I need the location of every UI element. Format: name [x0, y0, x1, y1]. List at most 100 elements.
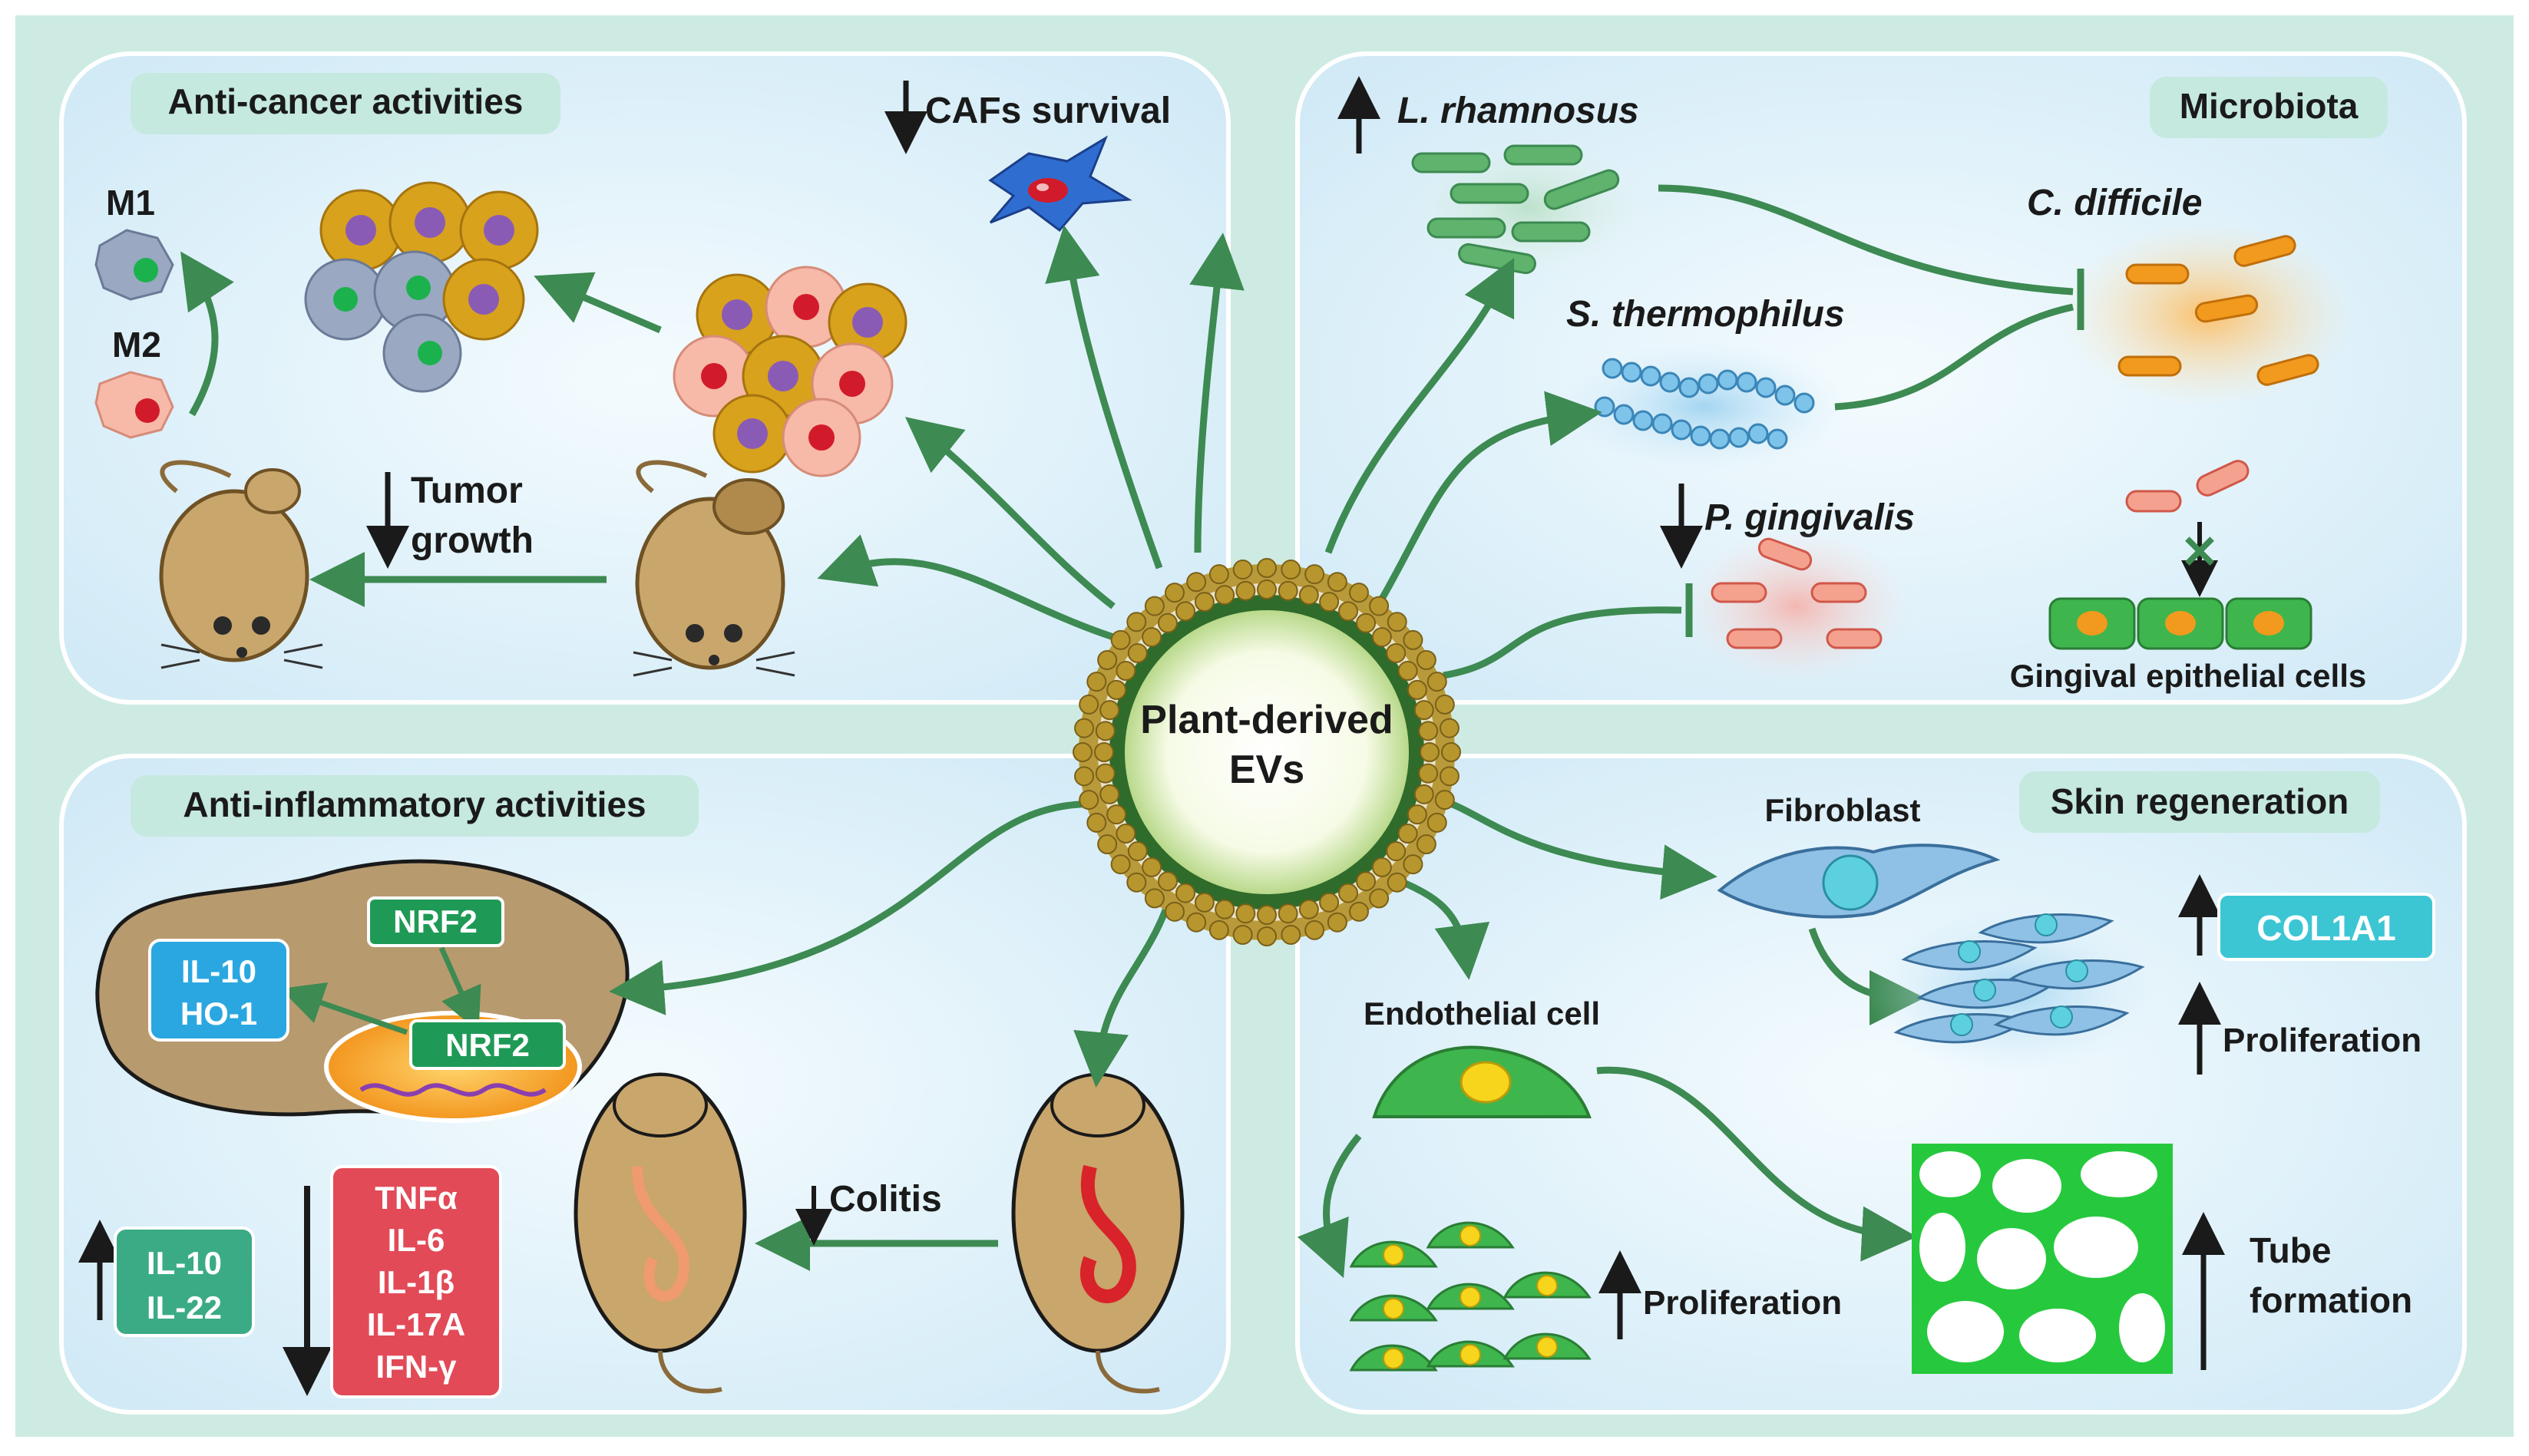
membrane-bead: [1097, 834, 1118, 854]
endothelial-proliferation-arrow: [1297, 1134, 1362, 1279]
membrane-bead: [1281, 924, 1301, 945]
membrane-bead: [1298, 585, 1319, 606]
nrf2-to-genes-arrow: [280, 982, 408, 1035]
membrane-bead: [1327, 912, 1347, 933]
svg-text:HO-1: HO-1: [180, 995, 257, 1032]
membrane-bead: [1235, 903, 1256, 924]
membrane-bead: [1144, 888, 1165, 909]
membrane-bead: [1338, 601, 1358, 622]
endothelial-proliferation-label: Proliferation: [1643, 1284, 1842, 1322]
p-gingivalis-bacteria-icon: [1681, 530, 1912, 683]
membrane-bead: [1186, 912, 1207, 933]
col1a1-box: COL1A1: [2217, 893, 2435, 961]
membrane-bead: [1257, 558, 1277, 578]
svg-text:IL-10: IL-10: [147, 1245, 222, 1281]
colitis-label: Colitis: [829, 1179, 942, 1220]
nrf2-translocation-arrow: [438, 946, 481, 1032]
svg-text:NRF2: NRF2: [445, 1027, 530, 1063]
mouse-icon: [159, 460, 323, 669]
membrane-bead: [1099, 784, 1120, 804]
membrane-bead: [1175, 601, 1195, 622]
fibroblast-cluster-icon: [1866, 906, 2157, 1075]
membrane-bead: [1257, 905, 1277, 925]
c-difficile-bacteria-icon: [2061, 223, 2353, 407]
down-cytokines-box: TNFα IL-6 IL-1β IL-17A IFN-γ: [330, 1165, 502, 1398]
skin-title: Skin regeneration: [2019, 771, 2380, 833]
membrane-bead: [1327, 572, 1347, 593]
membrane-bead: [1157, 612, 1178, 633]
membrane-bead: [1142, 627, 1162, 648]
membrane-bead: [1106, 804, 1127, 825]
membrane-bead: [1165, 583, 1185, 603]
c-difficile-label: C. difficile: [2027, 183, 2203, 223]
membrane-bead: [1073, 742, 1093, 762]
membrane-bead: [1257, 926, 1277, 946]
membrane-bead: [1094, 742, 1114, 762]
s-thermophilus-inhibit-line: [1834, 303, 2074, 411]
nrf2-cytoplasm-box: NRF2: [367, 896, 504, 947]
ev-vesicle-icon: [1073, 558, 1461, 946]
svg-text:IL-1β: IL-1β: [378, 1264, 455, 1300]
svg-text:TNFα: TNFα: [375, 1180, 458, 1216]
membrane-bead: [1257, 579, 1277, 599]
center-arrows: [609, 225, 1717, 1088]
membrane-bead: [1416, 650, 1436, 670]
membrane-bead: [1407, 679, 1427, 700]
svg-text:Microbiota: Microbiota: [2180, 86, 2359, 126]
svg-text:IFN-γ: IFN-γ: [376, 1349, 458, 1385]
up-cytokines-box: IL-10 IL-22: [114, 1227, 255, 1337]
membrane-bead: [1186, 572, 1207, 593]
membrane-bead: [1420, 742, 1440, 762]
membrane-bead: [1369, 596, 1390, 616]
membrane-bead: [1235, 580, 1256, 601]
membrane-bead: [1142, 857, 1162, 877]
membrane-bead: [1116, 824, 1136, 844]
membrane-bead: [1126, 872, 1147, 893]
mouse-tumor-icon: [633, 460, 795, 677]
microbiota-title: Microbiota: [2150, 77, 2388, 138]
svg-text:IL-10: IL-10: [181, 953, 256, 989]
membrane-bead: [1356, 871, 1377, 892]
s-thermophilus-label: S. thermophilus: [1566, 294, 1845, 335]
svg-text:IL-6: IL-6: [388, 1222, 445, 1258]
center-label-line1: Plant-derived: [1140, 698, 1393, 742]
membrane-bead: [1319, 592, 1340, 612]
tumor-to-treated-arrow: [534, 272, 662, 334]
membrane-bead: [1278, 580, 1298, 601]
tube-formation-arrow: [1596, 1066, 1917, 1262]
svg-text:IL-17A: IL-17A: [367, 1306, 465, 1342]
membrane-bead: [1397, 824, 1418, 844]
membrane-bead: [1097, 650, 1118, 670]
m1-label: M1: [106, 183, 155, 223]
mouse-healthy-icon: [574, 1072, 747, 1394]
membrane-bead: [1434, 694, 1455, 715]
membrane-bead: [1232, 924, 1253, 945]
gingival-label: Gingival epithelial cells: [2010, 658, 2367, 694]
gingival-bacteria-icon: [2125, 460, 2250, 513]
membrane-bead: [1434, 790, 1455, 811]
antiinflammatory-title: Anti-inflammatory activities: [131, 775, 699, 837]
membrane-bead: [1304, 919, 1325, 940]
membrane-bead: [1416, 834, 1436, 854]
membrane-bead: [1126, 612, 1147, 632]
gingival-epithelial-cells-icon: [2048, 597, 2312, 650]
membrane-bead: [1298, 899, 1319, 919]
fibroblast-label: Fibroblast: [1764, 792, 1920, 828]
membrane-bead: [1095, 763, 1116, 784]
m2-label: M2: [112, 325, 161, 365]
membrane-bead: [1086, 812, 1107, 833]
il10-ho1-box: IL-10 HO-1: [148, 939, 289, 1042]
membrane-bead: [1079, 694, 1099, 715]
membrane-bead: [1387, 612, 1407, 632]
membrane-bead: [1418, 721, 1439, 741]
membrane-bead: [1387, 872, 1407, 893]
membrane-bead: [1157, 871, 1178, 892]
membrane-bead: [1127, 642, 1148, 663]
membrane-bead: [1369, 888, 1390, 909]
vessel-network-icon: [1912, 1144, 2173, 1374]
m2-to-m1-arrow: [180, 251, 234, 417]
membrane-bead: [1356, 612, 1377, 633]
membrane-bead: [1397, 661, 1418, 681]
anticancer-title: Anti-cancer activities: [131, 73, 560, 134]
fibroblast-icon: [1717, 844, 2001, 919]
